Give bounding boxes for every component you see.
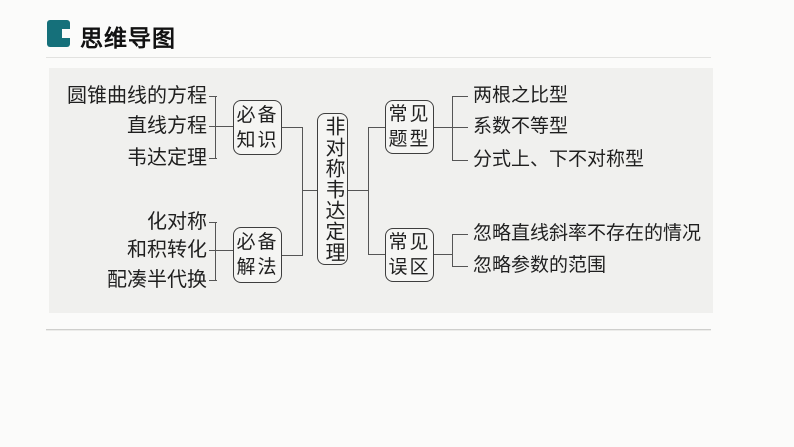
connector-line: [302, 190, 318, 191]
connector-line: [452, 96, 468, 97]
connector-line: [215, 96, 216, 159]
leaf-symmetrize: 化对称: [147, 211, 207, 233]
leaf-line-equation: 直线方程: [127, 115, 207, 137]
node-required-methods: 必备解法: [233, 227, 282, 283]
leaf-vieta-theorem: 韦达定理: [127, 147, 207, 169]
bottom-divider: [46, 329, 711, 330]
header-divider: [46, 57, 711, 58]
connector-line: [452, 234, 468, 235]
node-common-pitfalls: 常见误区: [385, 228, 434, 282]
connector-line: [209, 158, 217, 159]
leaf-unequal-coeff-type: 系数不等型: [473, 116, 569, 137]
section-bullet-icon: [47, 20, 72, 47]
connector-line: [209, 96, 217, 97]
node-label: 常见误区: [388, 232, 431, 278]
bullet-notch: [62, 29, 72, 38]
leaf-conic-equation: 圆锥曲线的方程: [67, 85, 207, 107]
connector-line: [209, 280, 217, 281]
connector-line: [209, 126, 233, 127]
leaf-sum-product: 和积转化: [127, 239, 207, 261]
mindmap-panel: [49, 68, 713, 313]
leaf-ignore-parameter-range: 忽略参数的范围: [473, 255, 607, 276]
connector-line: [348, 190, 368, 191]
connector-line: [452, 266, 468, 267]
page-title: 思维导图: [80, 25, 176, 51]
connector-line: [452, 234, 453, 267]
connector-line: [452, 127, 468, 128]
leaf-ignore-undefined-slope: 忽略直线斜率不存在的情况: [473, 223, 702, 244]
connector-line: [209, 250, 233, 251]
connector-line: [368, 254, 385, 255]
connector-line: [452, 160, 468, 161]
node-label: 必备解法: [236, 232, 279, 278]
node-label: 必备知识: [236, 104, 279, 151]
connector-line: [302, 127, 303, 256]
node-asymmetric-vieta: 非对称韦达定理: [317, 113, 348, 265]
node-required-knowledge: 必备知识: [233, 100, 282, 155]
connector-line: [209, 222, 217, 223]
connector-line: [368, 127, 369, 255]
connector-line: [434, 127, 452, 128]
connector-line: [282, 255, 302, 256]
node-common-problem-types: 常见题型: [385, 100, 434, 154]
leaf-fraction-asym-type: 分式上、下不对称型: [473, 149, 645, 170]
connector-line: [215, 222, 216, 281]
center-node-label: 非对称韦达定理: [322, 115, 344, 263]
connector-line: [368, 127, 385, 128]
leaf-root-ratio-type: 两根之比型: [473, 85, 569, 106]
connector-line: [452, 96, 453, 161]
connector-line: [434, 254, 452, 255]
connector-line: [282, 127, 302, 128]
node-label: 常见题型: [388, 104, 431, 150]
leaf-half-substitution: 配凑半代换: [107, 269, 207, 291]
